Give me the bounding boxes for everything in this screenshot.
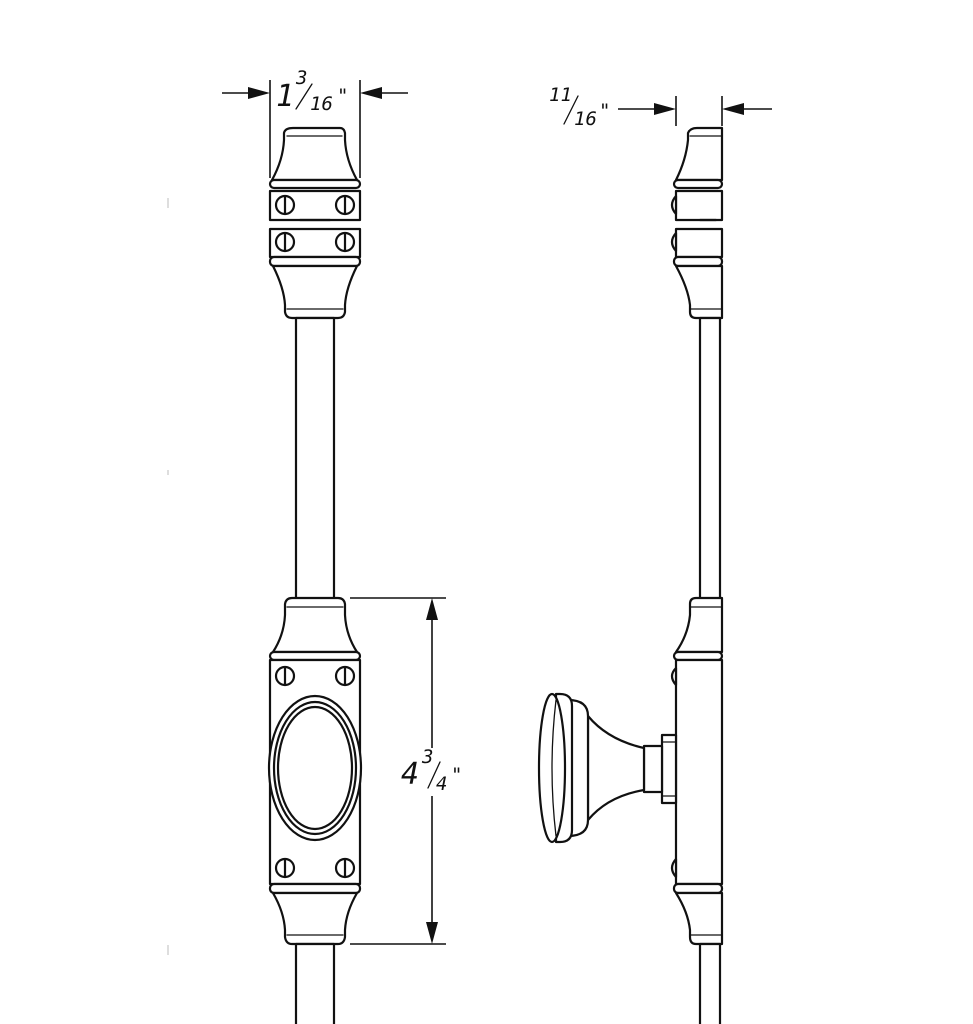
- side-knob-icon: [537, 692, 678, 844]
- side-bottom-bell: [672, 882, 724, 946]
- dimension-front-width: 1 3 16 ": [222, 67, 408, 178]
- side-bottom-rod: [698, 942, 722, 1024]
- dimension-denominator: 4: [436, 773, 447, 795]
- screw-icon: [334, 857, 356, 879]
- dimension-side-width: 11 16 ": [549, 84, 772, 130]
- side-rod: [698, 316, 722, 602]
- dimension-unit: ": [451, 764, 462, 786]
- side-view: [537, 126, 724, 1024]
- screw-icon: [334, 194, 356, 216]
- front-rod: [294, 316, 336, 602]
- front-lower-bell: [268, 596, 362, 662]
- front-upper-collar: [268, 189, 362, 268]
- screw-icon: [274, 194, 296, 216]
- side-collars: [670, 189, 724, 268]
- knob-oval-icon: [267, 694, 363, 842]
- side-lower-bell: [672, 596, 724, 662]
- screw-icon: [334, 665, 356, 687]
- screw-icon: [274, 857, 296, 879]
- front-top-cap: [268, 126, 362, 190]
- dimension-whole: 4: [401, 757, 419, 792]
- dimension-numerator: 11: [549, 84, 572, 106]
- dimension-whole: 1: [276, 79, 294, 114]
- side-lock-plate: [670, 658, 724, 886]
- dimension-unit: ": [599, 100, 610, 122]
- dimension-denominator: 16: [310, 93, 333, 115]
- dimension-unit: ": [337, 85, 348, 107]
- screw-icon: [334, 231, 356, 253]
- front-view: [267, 126, 363, 1024]
- dimension-numerator: 3: [295, 67, 307, 89]
- dimension-numerator: 3: [421, 746, 433, 768]
- front-bottom-bell: [268, 882, 362, 946]
- screw-icon: [274, 231, 296, 253]
- side-upper-bell: [674, 264, 724, 320]
- dimension-denominator: 16: [574, 108, 597, 130]
- side-top-cap: [672, 126, 724, 190]
- front-lock-plate: [267, 658, 363, 886]
- screw-icon: [274, 665, 296, 687]
- front-upper-bell: [271, 264, 359, 320]
- dimension-lock-height: 4 3 4 ": [350, 597, 462, 945]
- front-bottom-rod: [294, 942, 336, 1024]
